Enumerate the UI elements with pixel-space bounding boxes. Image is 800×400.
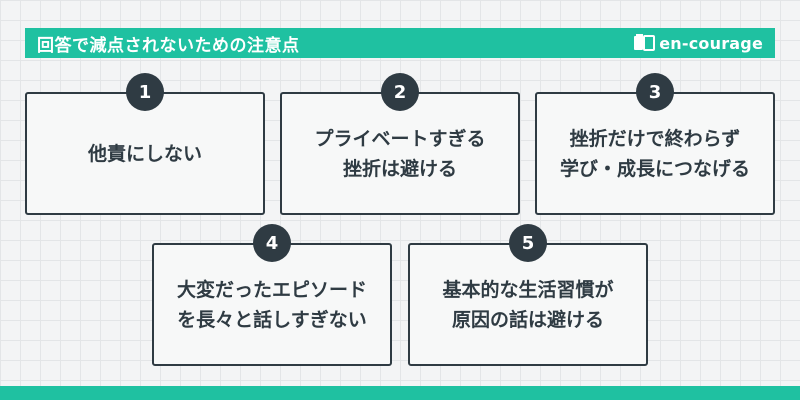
card-5-line-1: 基本的な生活習慣が — [442, 278, 614, 301]
bottom-accent-bar — [0, 386, 800, 400]
page-title: 回答で減点されないための注意点 — [37, 35, 300, 56]
card-3-number-badge: 3 — [636, 73, 674, 111]
card-1-number-badge: 1 — [126, 73, 164, 111]
card-2-line-2: 挫折は避ける — [342, 157, 457, 180]
card-3-line-1: 挫折だけで終わらず — [569, 127, 741, 150]
card-4-line-1: 大変だったエピソード — [176, 278, 367, 301]
card-2: プライベートすぎる 挫折は避ける — [280, 92, 520, 215]
book-icon — [634, 34, 656, 51]
card-1: 他責にしない — [25, 92, 265, 215]
brand-logo-text: en-courage — [659, 33, 763, 53]
card-5-text: 基本的な生活習慣が 原因の話は避ける — [442, 275, 613, 335]
card-3-line-2: 学び・成長につなげる — [559, 157, 750, 180]
card-5-number-badge: 5 — [509, 224, 547, 262]
card-2-number-badge: 2 — [381, 73, 419, 111]
card-2-text: プライベートすぎる 挫折は避ける — [314, 124, 485, 184]
brand-logo: en-courage — [633, 34, 763, 53]
card-5-line-2: 原因の話は避ける — [451, 308, 604, 331]
card-5: 基本的な生活習慣が 原因の話は避ける — [408, 243, 648, 366]
card-4-text: 大変だったエピソード を長々と話しすぎない — [177, 275, 367, 335]
card-2-line-1: プライベートすぎる — [314, 127, 486, 150]
card-1-line-1: 他責にしない — [87, 142, 202, 165]
card-3-text: 挫折だけで終わらず 学び・成長につなげる — [560, 124, 750, 184]
card-4-number-badge: 4 — [253, 224, 291, 262]
card-4-line-2: を長々と話しすぎない — [177, 308, 367, 331]
card-1-text: 他責にしない — [88, 139, 202, 169]
header-bar: 回答で減点されないための注意点 en-courage — [25, 28, 775, 58]
card-3: 挫折だけで終わらず 学び・成長につなげる — [535, 92, 775, 215]
